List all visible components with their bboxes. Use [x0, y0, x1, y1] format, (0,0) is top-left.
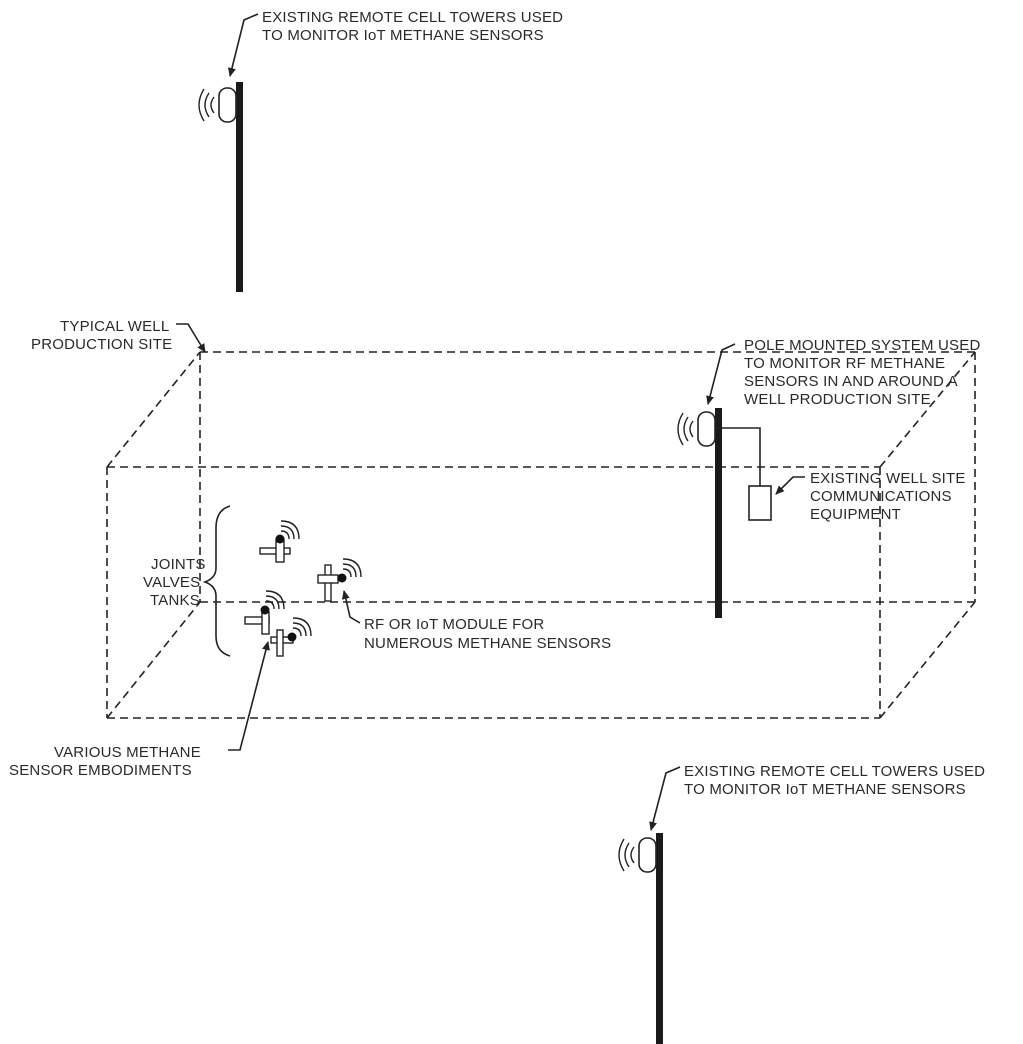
top-tower-leader [228, 13, 259, 77]
site-leader [176, 323, 206, 353]
site-label-line1: TYPICAL WELL [60, 318, 169, 335]
methane-sensor-icon [317, 558, 362, 602]
methane-sensor-icon [270, 617, 312, 657]
module-leader [341, 590, 361, 624]
comm-label-line3: EQUIPMENT [810, 506, 901, 523]
sensor-label-line2: SENSOR EMBODIMENTS [9, 762, 192, 779]
joints-label: JOINTS [151, 556, 206, 573]
sensor-leader [228, 641, 270, 751]
bottom-cell-tower-icon [618, 833, 663, 1044]
top-tower-label-line2: TO MONITOR IoT METHANE SENSORS [262, 27, 544, 44]
top-cell-tower-icon [198, 82, 243, 292]
tanks-label: TANKS [150, 592, 200, 609]
pole-label-line1: POLE MOUNTED SYSTEM USED [744, 337, 981, 354]
pole-label-line4: WELL PRODUCTION SITE. [744, 391, 935, 408]
methane-sensor-icon [259, 520, 300, 563]
site-label-line2: PRODUCTION SITE [31, 336, 172, 353]
pole-leader [706, 343, 736, 405]
top-tower-label-line1: EXISTING REMOTE CELL TOWERS USED [262, 9, 563, 26]
comm-label-line1: EXISTING WELL SITE [810, 470, 966, 487]
module-label-line2: NUMEROUS METHANE SENSORS [364, 635, 611, 652]
sensor-group-brace [202, 505, 231, 657]
comm-leader [775, 476, 805, 495]
pole-label-line3: SENSORS IN AND AROUND A [744, 373, 958, 390]
pole-label-line2: TO MONITOR RF METHANE [744, 355, 945, 372]
valves-label: VALVES [143, 574, 200, 591]
methane-sensor-icon [244, 590, 285, 635]
comm-label-line2: COMMUNICATIONS [810, 488, 952, 505]
bottom-tower-label-line2: TO MONITOR IoT METHANE SENSORS [684, 781, 966, 798]
module-label-line1: RF OR IoT MODULE FOR [364, 616, 544, 633]
communications-box-icon [748, 485, 772, 521]
bottom-tower-label-line1: EXISTING REMOTE CELL TOWERS USED [684, 763, 985, 780]
well-site-box [106, 351, 976, 719]
pole-mounted-system-icon [677, 408, 761, 618]
sensor-label-line1: VARIOUS METHANE [54, 744, 201, 761]
bottom-tower-leader [649, 766, 681, 831]
